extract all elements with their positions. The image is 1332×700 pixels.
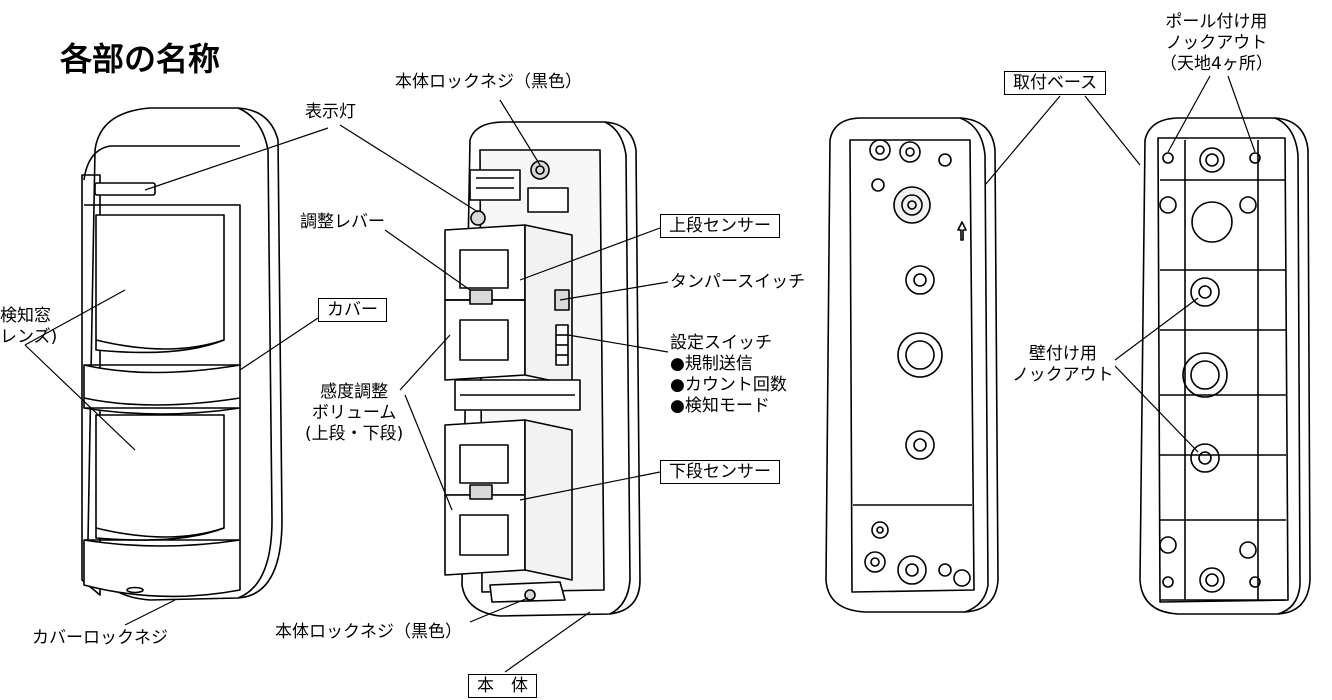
label-pole-knockout: ポール付け用 ノックアウト （天地4ヶ所） — [1160, 12, 1273, 75]
label-pole-knockout-line3: （天地4ヶ所） — [1160, 54, 1273, 74]
label-detection-window-line2: レンズ) — [0, 327, 58, 347]
label-mounting-base: 取付ベース — [1004, 71, 1107, 95]
label-detection-window-line1: 検知窓 — [0, 306, 51, 326]
label-setting-switch: 設定スイッチ ●規制送信 ●カウント回数 ●検知モード — [670, 333, 787, 417]
label-wall-knockout-line2: ノックアウト — [1012, 365, 1114, 385]
label-upper-sensor: 上段センサー — [660, 214, 780, 238]
label-setting-switch-title: 設定スイッチ — [670, 333, 772, 353]
mounting-base-front — [825, 117, 999, 613]
label-tamper-switch: タンパースイッチ — [670, 272, 806, 292]
leader-lines — [24, 75, 1256, 673]
label-main-body: 本 体 — [468, 674, 537, 698]
label-lower-sensor: 下段センサー — [660, 460, 780, 484]
label-setting-switch-item-3: ●検知モード — [670, 396, 770, 416]
sensor-with-cover — [81, 107, 283, 601]
label-body-lock-screw-top: 本体ロックネジ（黒色） — [395, 72, 582, 92]
label-sensitivity-line1: 感度調整 — [320, 382, 389, 402]
label-wall-knockout: 壁付け用 ノックアウト — [1012, 344, 1114, 386]
label-cover-lock-screw: カバーロックネジ — [32, 628, 168, 648]
label-cover: カバー — [318, 298, 387, 322]
label-sensitivity-line3: (上段・下段) — [305, 424, 404, 444]
label-sensitivity-line2: ボリューム — [311, 403, 397, 423]
label-setting-switch-item-1: ●規制送信 — [670, 354, 753, 374]
label-pole-knockout-line2: ノックアウト — [1165, 33, 1268, 53]
label-body-lock-screw-bottom: 本体ロックネジ（黒色） — [275, 622, 462, 642]
mounting-base-back — [1139, 117, 1311, 615]
label-detection-window: 検知窓 レンズ) — [0, 306, 57, 348]
page-title: 各部の名称 — [60, 40, 221, 78]
label-adjust-lever: 調整レバー — [300, 212, 385, 232]
label-wall-knockout-line1: 壁付け用 — [1028, 344, 1097, 364]
label-sensitivity-volume: 感度調整 ボリューム (上段・下段) — [305, 382, 403, 445]
main-body — [444, 121, 641, 617]
label-indicator-lamp: 表示灯 — [305, 102, 356, 122]
label-pole-knockout-line1: ポール付け用 — [1165, 12, 1268, 32]
label-setting-switch-item-2: ●カウント回数 — [670, 375, 787, 395]
